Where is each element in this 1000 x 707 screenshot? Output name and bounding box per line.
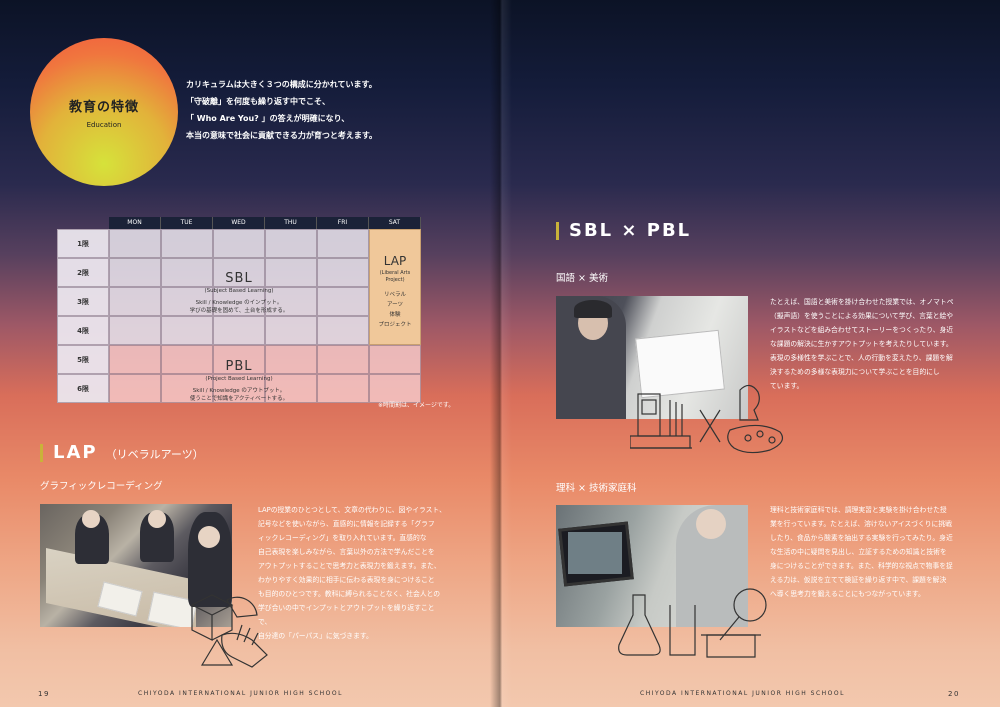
period-6: 6限 [57,374,109,403]
pbl-subtitle: (Project Based Learning) [205,376,273,382]
intro-text: カリキュラムは大きく３つの構成に分かれています。 「守破離」を何度も繰り返す中で… [186,76,377,144]
sbl-pbl-heading-main: SBL × PBL [569,220,692,241]
graphic-recording-photo [40,504,232,627]
school-name-right: CHIYODA INTERNATIONAL JUNIOR HIGH SCHOOL [640,690,845,697]
accent-bar [40,443,43,462]
timetable-header: MON TUE WED THU FRI SAT [57,217,423,229]
lap-block: LAP (Liberal Arts Project) リベラル アーツ 体験 プ… [369,229,421,345]
lab-equipment-illustration [618,588,767,658]
sbl-title: SBL [225,271,253,286]
intro-line: 「 Who Are You? 」の答えが明確になり、 [186,114,350,123]
period-5: 5限 [57,345,109,374]
timetable-grid: 1限 2限 3限 4限 5限 6限 SBL (Subject Based Lea… [57,229,423,403]
lap-items: リベラル アーツ 体験 プロジェクト [378,292,412,328]
sbl-desc: Skill / Knowledge のインプット。 学びの基礎を固めて、土台を形… [189,300,289,314]
pbl-title: PBL [225,359,253,374]
japanese-art-photo [556,296,748,419]
badge-title: 教育の特徴 [68,99,139,115]
item2-title: 理科 × 技術家庭科 [556,483,637,494]
page-gutter [490,0,512,707]
day-thu: THU [265,217,317,229]
item1-title: 国語 × 美術 [556,273,608,284]
day-tue: TUE [161,217,213,229]
art-supplies-illustration [630,384,783,454]
day-sat: SAT [369,217,421,229]
accent-bar [556,221,559,240]
school-name-left: CHIYODA INTERNATIONAL JUNIOR HIGH SCHOOL [138,690,343,697]
sbl-subtitle: (Subject Based Learning) [204,288,274,294]
timetable-note: ※時間割は、イメージです。 [378,402,455,409]
period-1: 1限 [57,229,109,258]
pbl-desc: Skill / Knowledge のアウトプット。 使うことで知識をアクティベ… [189,388,289,402]
period-2: 2限 [57,258,109,287]
day-fri: FRI [317,217,369,229]
science-home-ec-photo [556,505,748,627]
sbl-block: SBL (Subject Based Learning) Skill / Kno… [109,271,369,315]
page-number-left: 19 [38,690,50,698]
intro-line: カリキュラムは大きく３つの構成に分かれています。 [186,80,377,89]
item2-body-text: 理科と技術家庭科では、調理実習と実験を掛け合わせた授 業を行っています。たとえば… [770,506,953,598]
item1-body-text: たとえば、国語と美術を掛け合わせた授業では、オノマトペ （擬声語）を使うことによ… [770,298,954,390]
sbl-pbl-heading: SBL × PBL [556,220,691,241]
intro-line: 「守破離」を何度も繰り返す中でこそ、 [186,97,330,106]
lap-subtitle: (Liberal Arts Project) [379,270,411,283]
lap-subtitle: グラフィックレコーディング [40,481,163,492]
badge-subtitle: Education [86,120,122,129]
lap-body-text: LAPの授業のひとつとして、文章の代わりに、図やイラスト、 記号などを使いながら… [258,506,446,640]
pbl-block: PBL (Project Based Learning) Skill / Kno… [109,359,369,403]
lap-heading: LAP （リベラルアーツ） [40,442,204,463]
hand-shapes-illustration [190,594,268,668]
page-number-right: 20 [948,690,960,698]
period-4: 4限 [57,316,109,345]
education-badge: 教育の特徴 Education [30,38,178,186]
lap-heading-main: LAP [53,442,98,463]
period-3: 3限 [57,287,109,316]
intro-line: 本当の意味で社会に貢献できる力が育つと考えます。 [186,131,378,140]
lap-heading-sub: （リベラルアーツ） [105,448,204,461]
day-mon: MON [109,217,161,229]
timetable: MON TUE WED THU FRI SAT 1限 2限 3限 4限 5限 6… [57,217,423,403]
lap-title: LAP [383,254,407,268]
day-wed: WED [213,217,265,229]
